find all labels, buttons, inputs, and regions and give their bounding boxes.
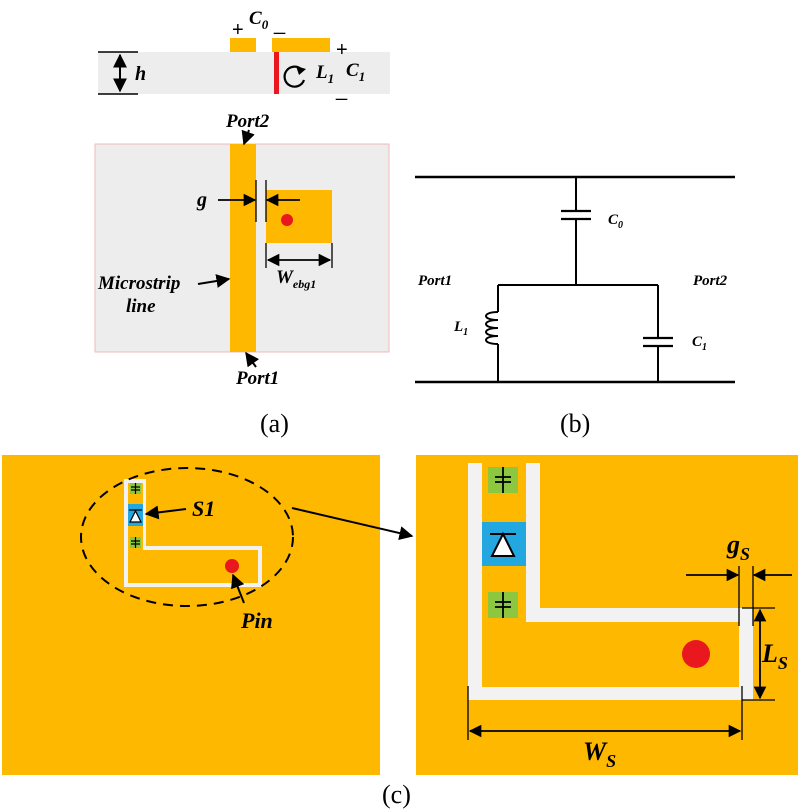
s1-label: S1: [192, 496, 215, 521]
c0-label-b: C0: [608, 212, 623, 231]
panel-c: S1 Pin gS LS: [2, 455, 798, 809]
gs-label: gS: [726, 530, 750, 564]
inductor-loop-icon: [283, 65, 306, 88]
ws-label: WS: [583, 737, 616, 771]
top-view: Port2 g Webg1 Microstrip line Port1: [94, 111, 390, 389]
inductor-coil-icon: [485, 311, 499, 345]
microstrip-pointer: [197, 274, 231, 288]
pin-label: Pin: [240, 608, 273, 633]
cap-large-top-icon: [495, 467, 511, 493]
c1-plus-sign: +: [336, 39, 348, 61]
panel-a: h + C0 _ + L1 C1 _ Port2 g: [94, 8, 390, 438]
port1-pointer: [245, 351, 260, 368]
board-overview: S1 Pin: [2, 455, 380, 775]
ground-plane-left: [2, 455, 380, 775]
c1-label-b: C1: [692, 334, 707, 353]
ls-label: LS: [761, 639, 788, 673]
g-label: g: [196, 189, 207, 211]
diode-large-icon: [490, 531, 516, 557]
l-patch-small: [128, 483, 258, 583]
c1-minus-sign: _: [335, 79, 348, 101]
h-label: h: [135, 63, 146, 85]
via-dot: [281, 214, 293, 226]
caption-c: (c): [382, 780, 411, 809]
cap-small-bottom-icon: [131, 537, 140, 548]
port1-label-b: Port1: [418, 273, 452, 289]
c0-plus-sign: +: [232, 19, 244, 41]
port1-label-a: Port1: [235, 368, 279, 389]
l1-label-b: L1: [453, 319, 468, 338]
port2-label-b: Port2: [693, 273, 728, 289]
board-zoom: gS LS WS: [416, 455, 798, 775]
pin-dot-large: [682, 640, 710, 668]
diode-small-icon: [129, 509, 142, 523]
substrate-side: [98, 52, 390, 94]
top-patch-right: [272, 38, 330, 52]
inductor-loop-arrow-icon: [296, 66, 306, 75]
side-view: h + C0 _ + L1 C1 _: [98, 8, 390, 101]
ebg-patch: [266, 190, 332, 243]
cap-large-bottom-icon: [495, 592, 511, 618]
caption-b: (b): [560, 409, 590, 438]
cap-small-top-icon: [131, 483, 140, 494]
pin-dot-small: [225, 559, 239, 573]
panel-b: C0 L1 C1 Port1 Port2 (b): [415, 175, 735, 438]
s1-pointer: [144, 505, 187, 520]
pin-pointer: [231, 573, 245, 604]
l1-label: L1: [315, 62, 334, 86]
c1-label: C1: [346, 60, 365, 84]
via-side: [274, 52, 279, 94]
microstrip-line: [230, 144, 256, 352]
zoom-ellipse: [80, 467, 294, 607]
port2-label-a: Port2: [225, 111, 270, 132]
c0-minus-sign: _: [273, 13, 286, 35]
c0-label: C0: [249, 8, 269, 32]
microstrip-label-1: Microstrip: [97, 273, 180, 294]
l-patch-large: [482, 463, 739, 687]
caption-a: (a): [260, 409, 289, 438]
microstrip-label-2: line: [126, 296, 156, 317]
webg-label: Webg1: [276, 267, 316, 291]
zoom-connector-arrow: [291, 507, 414, 540]
port2-pointer: [241, 129, 255, 146]
top-patch-left: [230, 38, 256, 52]
